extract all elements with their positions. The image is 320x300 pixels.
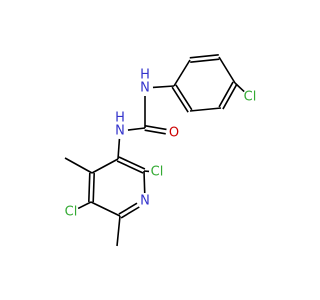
atom-label-pn: N [140, 194, 150, 209]
bond-a4-a5-a [218, 81, 234, 108]
bond-p6-p1 [91, 158, 119, 174]
atom-label-h1: H [140, 68, 150, 83]
bond-layer [64, 54, 245, 247]
bond-p1-p2-a [116, 160, 144, 174]
bond-pn-p4-a [118, 202, 138, 215]
bond-a4-cl1 [234, 82, 245, 93]
bond-a2-a3-a [190, 58, 220, 63]
bond-p5-p6-b [88, 172, 91, 202]
atom-label-h2: H [115, 111, 125, 126]
bond-p6-me2 [64, 157, 93, 174]
bond-a3-a4 [218, 56, 236, 84]
atom-label-cl1: Cl [244, 90, 257, 105]
bond-n2-p1 [117, 138, 121, 160]
bond-a6-a1-b [171, 86, 189, 113]
atom-label-o1: O [169, 126, 179, 141]
atom-label-cl2: Cl [151, 165, 164, 180]
bond-c7-n2 [127, 127, 146, 131]
atom-label-n1: N [140, 81, 150, 96]
bond-p5-p6-a [92, 173, 95, 203]
bond-a4-a5-b [222, 83, 238, 110]
bond-c7-o1-a [144, 129, 166, 135]
bond-a5-a6 [189, 107, 222, 112]
atom-label-cl3: Cl [65, 205, 78, 220]
bond-p2-pn [143, 170, 146, 194]
bond-p4-me1 [116, 215, 121, 247]
bond-pn-p4-b [120, 206, 140, 219]
bond-a6-a1-a [175, 84, 193, 111]
bond-c7-o1-b [145, 125, 167, 131]
atom-label-n2: N [115, 124, 125, 139]
bond-p5-cl3 [77, 201, 92, 210]
bond-a1-a2 [173, 59, 191, 87]
bond-a1-n1 [152, 85, 175, 89]
bond-a2-a3-b [189, 54, 219, 59]
bond-p4-p5 [90, 201, 121, 217]
bond-p1-p2-b [118, 156, 146, 170]
